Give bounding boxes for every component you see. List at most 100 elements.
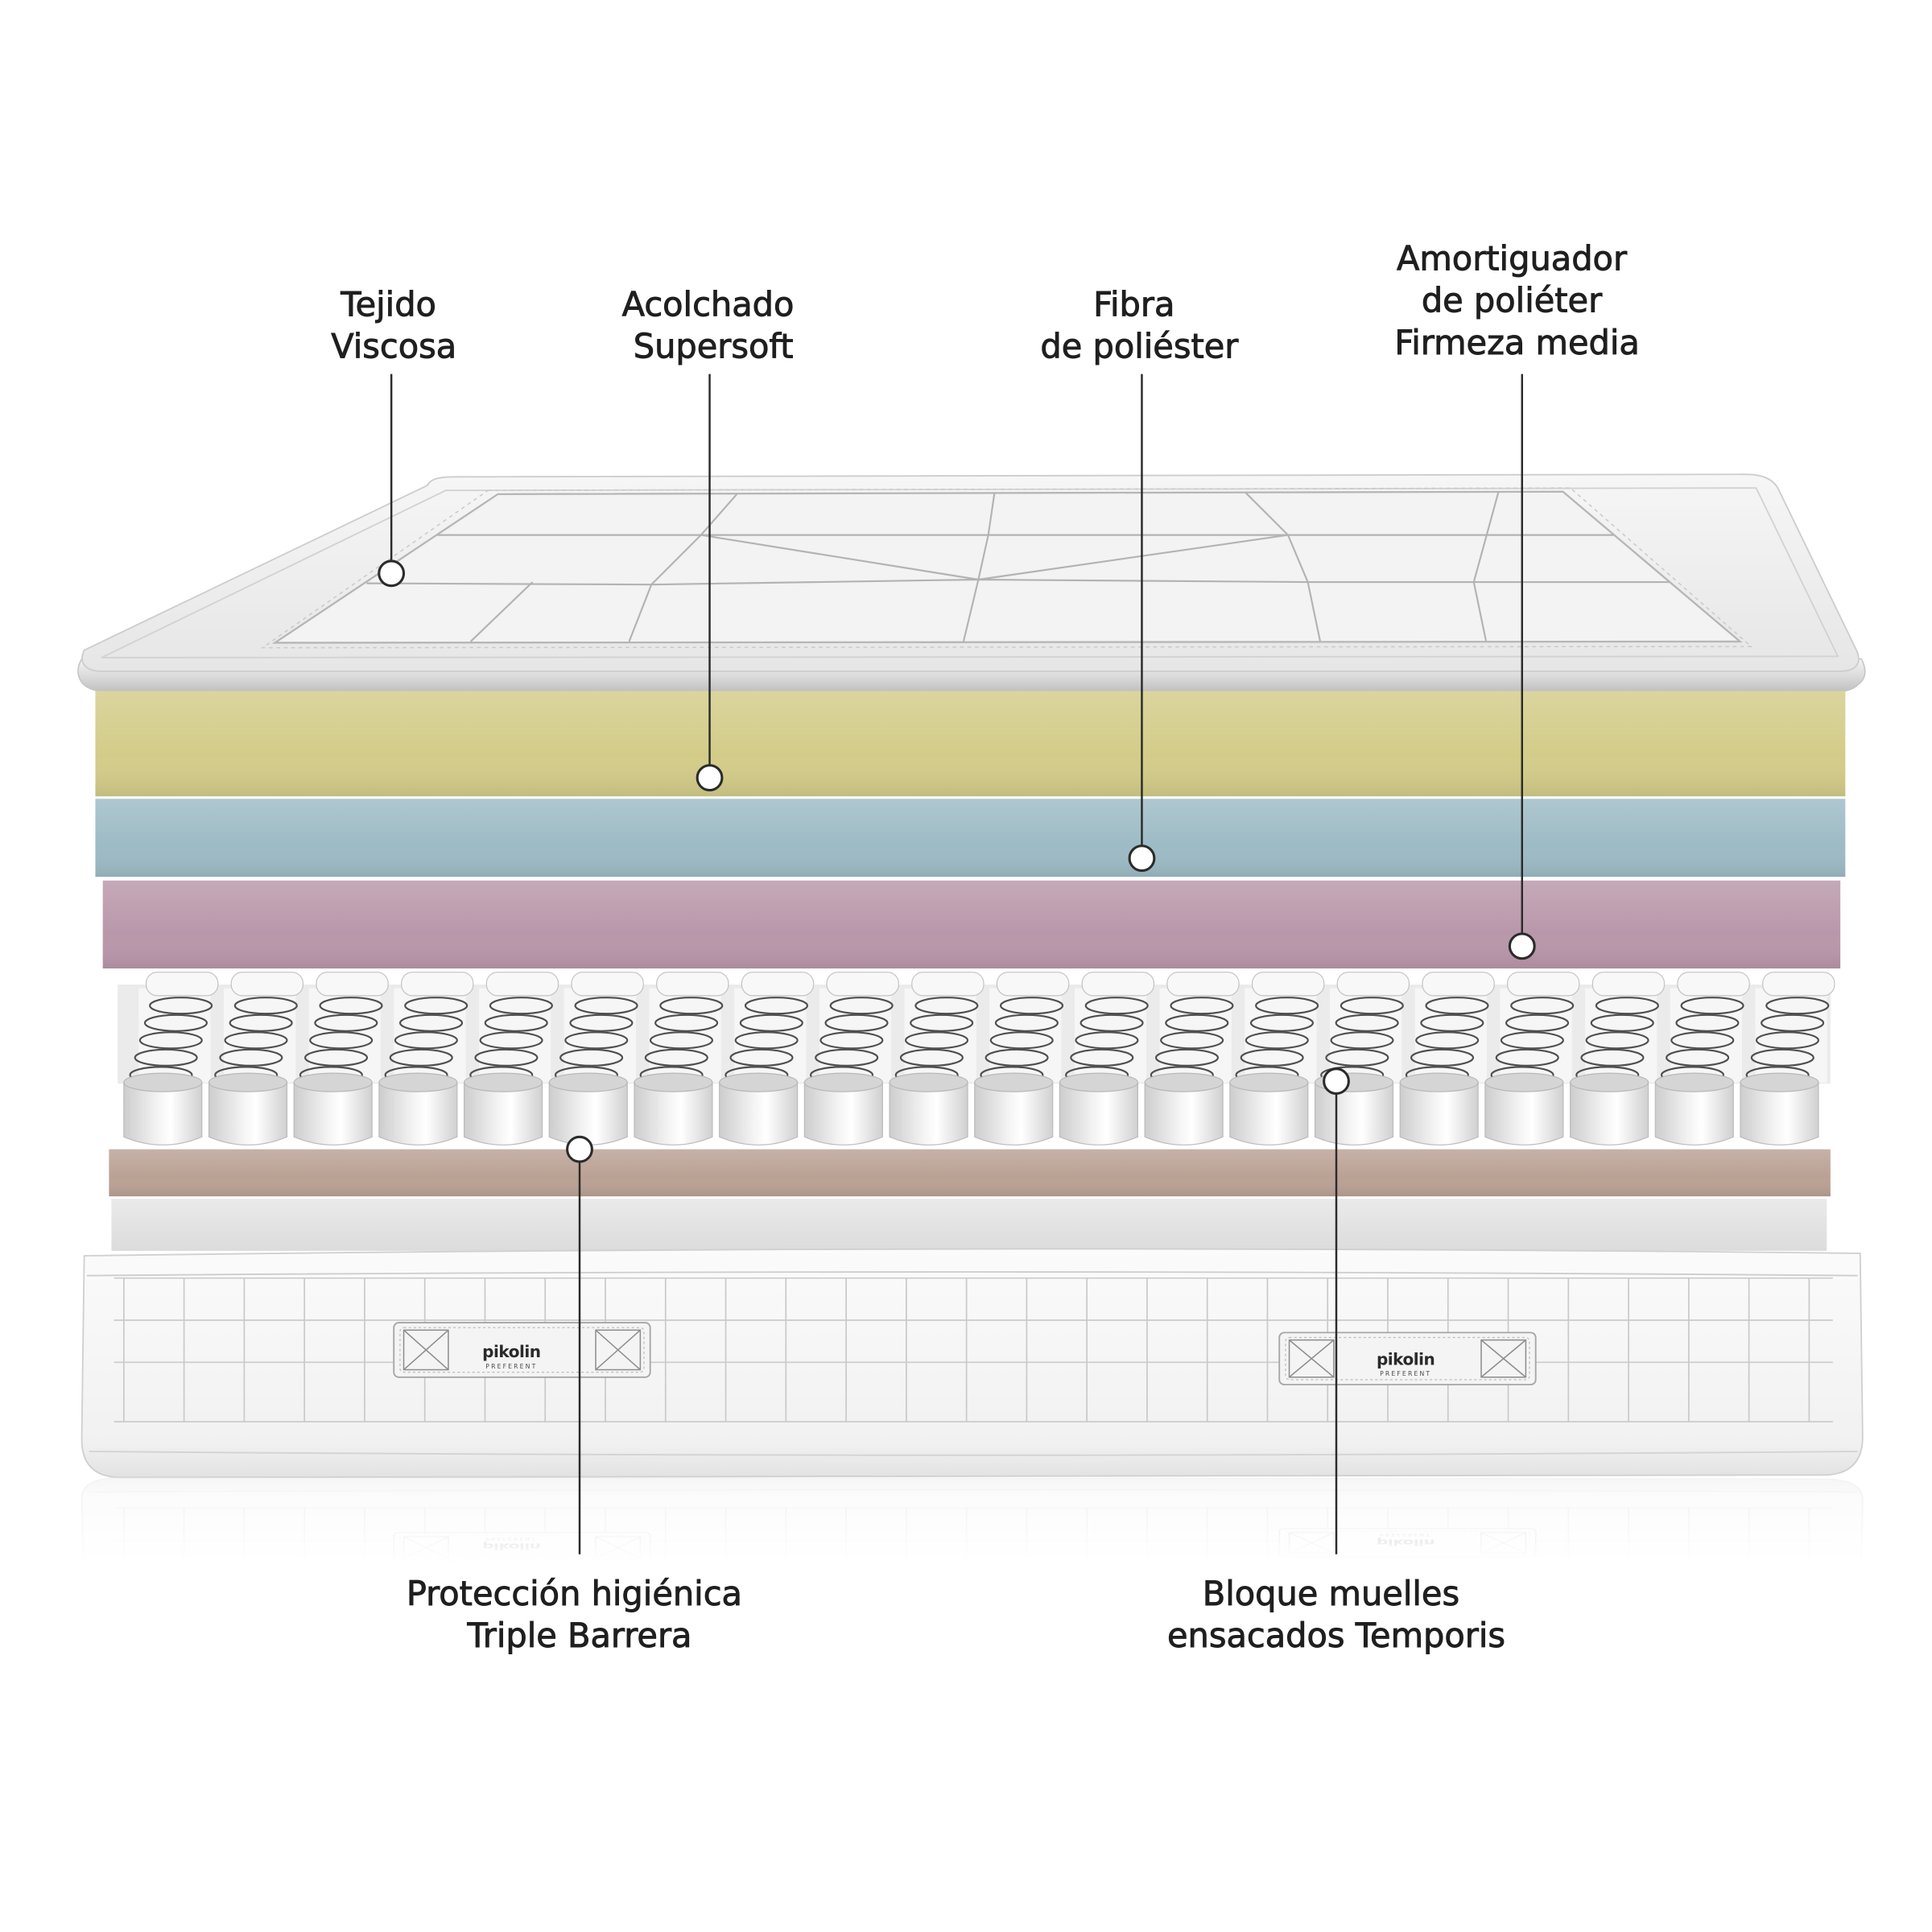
- spring-coil: [1000, 997, 1064, 1015]
- spring-coil: [1410, 1048, 1475, 1067]
- spring-coil: [644, 1048, 708, 1067]
- spring-coil: [224, 1031, 288, 1050]
- handle-left: pikolin PREFERENT: [393, 1322, 651, 1378]
- brand-logo: pikolin: [482, 1342, 540, 1361]
- spring-coil: [143, 1013, 208, 1032]
- layer-grey-shade: [111, 1199, 1827, 1251]
- spring-coil: [1765, 997, 1830, 1015]
- spring-coil: [1330, 1031, 1394, 1050]
- spring-pocket-opening: [1654, 1072, 1734, 1092]
- quilt-seam: [962, 493, 996, 642]
- spring-pocket-front: [1144, 1082, 1224, 1146]
- spring-pocket-front: [1740, 1082, 1819, 1146]
- callout-label-proteccion: Protección higiénica Triple Barrera: [407, 1574, 753, 1655]
- callout-label-line: Protección higiénica: [407, 1574, 742, 1613]
- quilt-seam: [700, 534, 1289, 581]
- spring-coil: [819, 1031, 884, 1050]
- spring-pocket-front: [1059, 1082, 1138, 1146]
- spring-pocket-front: [889, 1082, 968, 1146]
- quilted-topper: [77, 473, 1866, 693]
- topper-inner-panel: [271, 490, 1743, 644]
- spring-pocket-back: [316, 972, 389, 997]
- spring-coil: [1755, 1031, 1820, 1050]
- topper-piping-seam: [101, 487, 1839, 658]
- spring-pocket-back: [826, 972, 899, 997]
- spring-coil: [229, 1013, 293, 1032]
- topper-inner-panel-stitch: [260, 487, 1753, 649]
- spring-coil: [399, 1013, 464, 1032]
- spring-coil: [1245, 1031, 1309, 1050]
- spring-coil: [824, 1013, 889, 1032]
- callout-dot-proteccion: [566, 1135, 593, 1163]
- spring-coil: [1761, 1013, 1825, 1032]
- spring-pocket-opening: [803, 1072, 883, 1092]
- spring-coil: [1500, 1031, 1564, 1050]
- callout-label-acolchado: Acolchado Supersoft: [622, 284, 805, 365]
- spring-coil: [314, 1013, 378, 1032]
- callout-label-line: Amortiguador: [1397, 238, 1628, 278]
- spring-pocket-opening: [1229, 1072, 1309, 1092]
- spring-pocket-opening: [1570, 1072, 1649, 1092]
- callout-dot-amortiguador: [1508, 932, 1536, 960]
- layer-yellow-shade: [95, 691, 1846, 797]
- spring-coil: [394, 1031, 458, 1050]
- mattress-base: pikolin PREFERENT pikolin PREFERENT: [80, 1248, 1864, 1479]
- spring-pocket-front: [293, 1082, 373, 1146]
- spring-coil: [1670, 1031, 1735, 1050]
- spring-coil: [989, 1031, 1054, 1050]
- quilt-seam: [628, 493, 738, 642]
- layer-yellow: [95, 691, 1846, 797]
- spring-pocket-opening: [463, 1072, 543, 1092]
- quilt-seam: [1245, 492, 1322, 642]
- spring-block: [118, 972, 1835, 1146]
- spring-pocket-opening: [974, 1072, 1054, 1092]
- callout-label-line: Bloque muelles: [1203, 1574, 1459, 1613]
- spring-coil: [815, 1048, 879, 1067]
- spring-pocket-opening: [208, 1072, 288, 1092]
- spring-pocket-front: [1229, 1082, 1309, 1146]
- spring-coil: [479, 1031, 543, 1050]
- spring-coil: [1510, 997, 1575, 1015]
- callout-label-line: Supersoft: [634, 327, 794, 366]
- spring-coil: [1425, 997, 1489, 1015]
- spring-coil: [1240, 1048, 1304, 1067]
- spring-coil: [1590, 1013, 1654, 1032]
- spring-pocket-back: [1081, 972, 1155, 997]
- spring-pocket-front: [123, 1082, 203, 1146]
- callout-dots: [378, 559, 1536, 1163]
- brand-tagline: PREFERENT: [485, 1363, 537, 1370]
- handle-x-stitch: [402, 1329, 642, 1371]
- callout-label-tejido: Tejido Viscosa: [331, 284, 456, 365]
- spring-coil: [1325, 1048, 1389, 1067]
- spring-pocket-front: [803, 1082, 883, 1146]
- spring-pocket-back: [230, 972, 304, 997]
- handle-strap: [393, 1322, 651, 1378]
- mattress-base-body: [80, 1248, 1864, 1479]
- spring-pocket-back: [741, 972, 815, 997]
- layer-blue-shade: [95, 799, 1846, 877]
- spring-pocket-front: [1654, 1082, 1734, 1146]
- spring-coil: [1075, 1031, 1139, 1050]
- spring-pocket-opening: [1144, 1072, 1224, 1092]
- callout-label-line: de poliéster: [1040, 327, 1239, 366]
- spring-pocket-opening: [378, 1072, 458, 1092]
- spring-coil: [1680, 997, 1744, 1015]
- spring-coil: [1505, 1013, 1570, 1032]
- spring-pocket-opening: [889, 1072, 968, 1092]
- spring-coil: [484, 1013, 548, 1032]
- spring-pocket-front: [1399, 1082, 1479, 1146]
- callout-lines: [390, 374, 1523, 1554]
- callout-label-line: Triple Barrera: [467, 1616, 692, 1655]
- spring-coil: [309, 1031, 374, 1050]
- spring-coil: [1154, 1048, 1220, 1067]
- callout-label-line: Acolchado: [622, 284, 795, 324]
- handle-stitch: [399, 1327, 645, 1373]
- spring-coil: [659, 997, 724, 1015]
- quilt-seam: [1472, 491, 1500, 642]
- spring-pocket-opening: [1059, 1072, 1139, 1092]
- spring-coil: [1420, 1013, 1484, 1032]
- spring-pocket-back: [1506, 972, 1580, 997]
- spring-coil: [569, 1013, 634, 1032]
- spring-coil: [219, 1048, 283, 1067]
- spring-coil: [489, 997, 553, 1015]
